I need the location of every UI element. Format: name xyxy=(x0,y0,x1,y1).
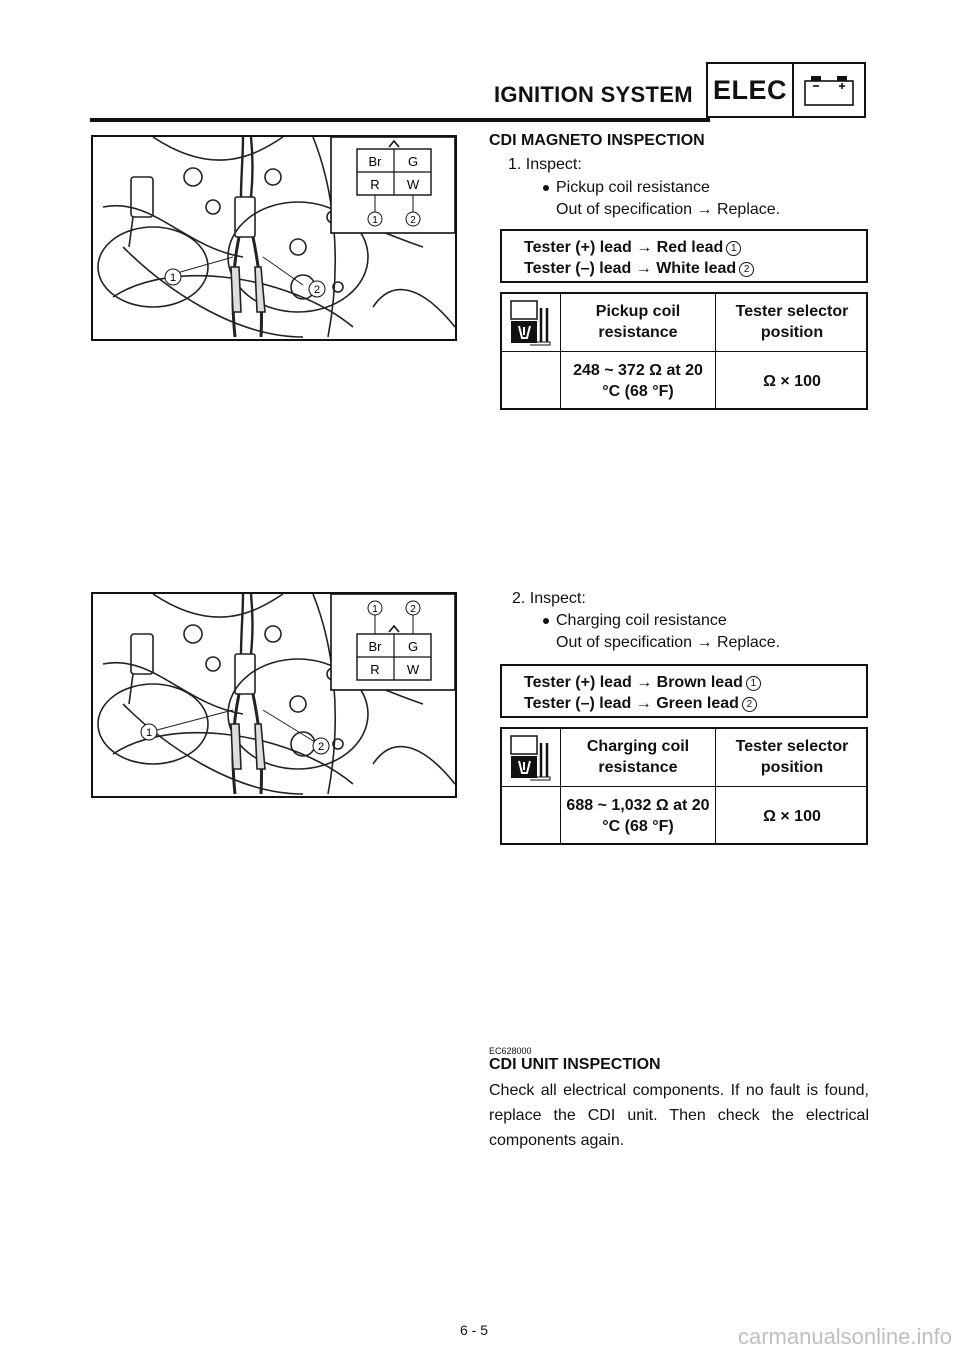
lead-line-2: Tester (–) lead → White lead xyxy=(524,260,737,277)
connector-pin-g: G xyxy=(408,154,418,169)
callout-2-photo: 2 xyxy=(314,284,320,296)
value-selector-position: Ω × 100 xyxy=(763,372,821,390)
connector-pin-w: W xyxy=(407,177,420,192)
header-tester-selector: Tester selector position xyxy=(735,738,849,776)
lead-line-1: Tester (+) lead → Red lead xyxy=(524,239,724,256)
section-title-cdi-unit: CDI UNIT INSPECTION xyxy=(489,1056,661,1073)
section-code: EC628000 xyxy=(489,1046,532,1056)
charging-coil-photo: 1 2 Br G R W 1 2 xyxy=(91,592,457,798)
header-pickup-coil-resistance: Pickup coil resistance xyxy=(595,303,681,341)
callout-2-photo: 2 xyxy=(318,741,324,753)
value-pickup-resistance: 248 ~ 372 Ω at 20 °C (68 °F) xyxy=(573,362,703,400)
lead-line-2: Tester (–) lead → Green lead xyxy=(524,695,739,712)
connector-pin-br: Br xyxy=(369,154,383,169)
ref-2: 2 xyxy=(739,262,755,277)
callout-2: 2 xyxy=(410,604,416,615)
header-rule xyxy=(90,118,710,122)
spec-note-2: Out of specification → Replace. xyxy=(556,634,781,651)
multimeter-icon xyxy=(510,735,551,781)
badge-label: ELEC xyxy=(708,64,794,116)
page-number: 6 - 5 xyxy=(460,1322,489,1338)
multimeter-icon xyxy=(510,300,551,346)
value-charging-resistance: 688 ~ 1,032 Ω at 20 °C (68 °F) xyxy=(566,797,710,835)
lead-line-1: Tester (+) lead → Brown lead xyxy=(524,674,743,691)
spec-note-1: Out of specification → Replace. xyxy=(556,201,781,218)
connector-pin-r: R xyxy=(370,662,379,677)
page-title: IGNITION SYSTEM xyxy=(494,82,693,107)
callout-1-photo: 1 xyxy=(170,272,176,284)
ref-2: 2 xyxy=(741,697,757,712)
spec-table-1: Pickup coil resistance Tester selector p… xyxy=(500,292,868,410)
callout-1-photo: 1 xyxy=(146,727,152,739)
ref-1: 1 xyxy=(745,676,761,691)
bullet-charging-coil: Charging coil resistance xyxy=(543,610,727,632)
header-charging-coil-resistance: Charging coil resistance xyxy=(586,738,690,776)
connector-pin-r: R xyxy=(370,177,379,192)
battery-icon xyxy=(794,64,864,116)
connector-pin-g: G xyxy=(408,639,418,654)
callout-2: 2 xyxy=(410,215,416,226)
ref-1: 1 xyxy=(726,241,742,256)
step-2: 2. Inspect: xyxy=(512,590,586,607)
header-tester-selector: Tester selector position xyxy=(735,303,849,341)
section-title-cdi-magneto: CDI MAGNETO INSPECTION xyxy=(489,132,705,149)
step-1: 1. Inspect: xyxy=(508,156,582,173)
watermark: carmanualsonline.info xyxy=(737,1324,952,1349)
section-badge: ELEC xyxy=(706,62,866,118)
bullet-pickup-coil: Pickup coil resistance xyxy=(543,177,710,199)
cdi-unit-body: Check all electrical components. If no f… xyxy=(489,1082,869,1149)
callout-1: 1 xyxy=(372,215,378,226)
pickup-coil-photo: Br G R W 1 2 1 2 xyxy=(91,135,457,341)
spec-table-2: Charging coil resistance Tester selector… xyxy=(500,727,868,845)
connector-pin-w: W xyxy=(407,662,420,677)
callout-1: 1 xyxy=(372,604,378,615)
value-selector-position: Ω × 100 xyxy=(763,807,821,825)
connector-pin-br: Br xyxy=(369,639,383,654)
